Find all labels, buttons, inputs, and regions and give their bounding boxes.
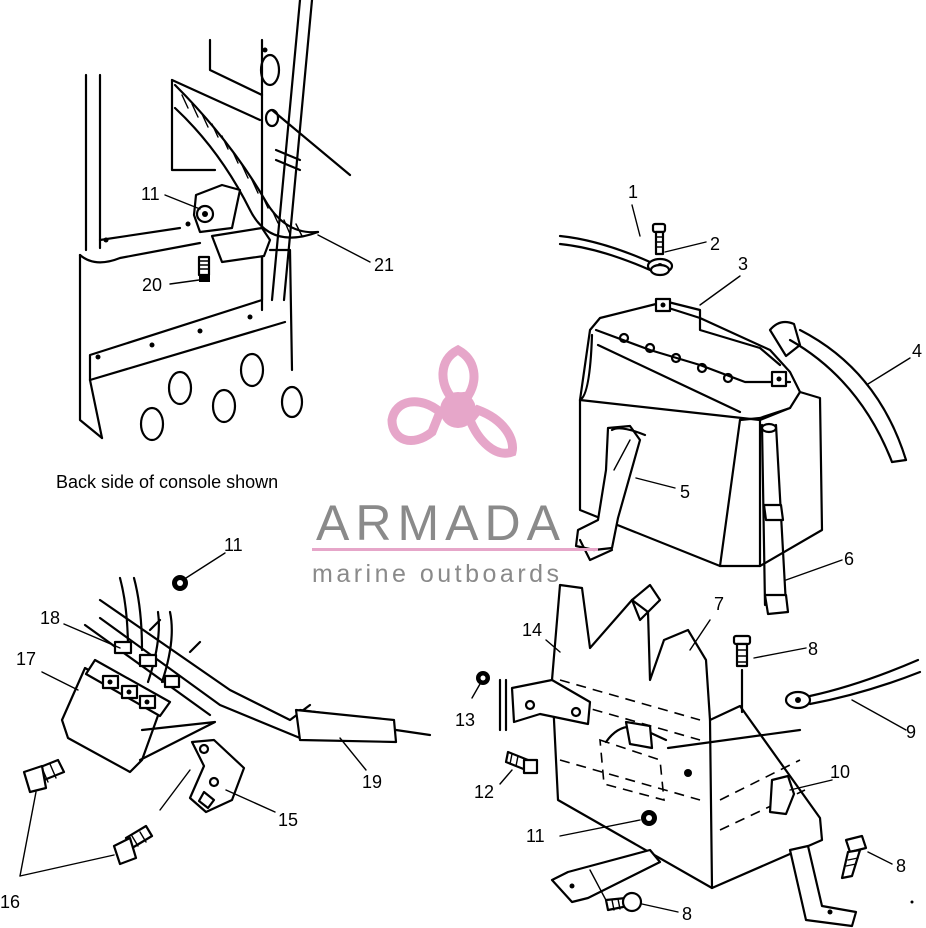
battery-3 xyxy=(578,297,824,568)
leaders-bottom-left xyxy=(19,552,367,877)
watermark-title: ARMADA xyxy=(316,495,566,551)
callout-20: 20 xyxy=(142,275,162,295)
callout-2: 2 xyxy=(710,234,720,254)
bolt-8-bottom xyxy=(604,891,643,913)
leaders-battery xyxy=(631,204,911,581)
screw-20 xyxy=(197,255,211,282)
callout-1: 1 xyxy=(628,182,638,202)
bolt-2 xyxy=(649,222,671,277)
watermark-subtitle: marine outboards xyxy=(312,560,563,588)
battery-box-7 xyxy=(550,583,824,890)
callout-11-left: 11 xyxy=(224,535,243,555)
bolt-8-top xyxy=(732,634,752,714)
watermark-armada: ARMADA marine outboards xyxy=(312,344,598,588)
vent-tube-6 xyxy=(760,422,790,616)
callout-5: 5 xyxy=(680,482,690,502)
nut-11-right xyxy=(641,810,657,826)
callout-19: 19 xyxy=(362,772,382,792)
screw-16a xyxy=(22,758,66,794)
wire-harness-21 xyxy=(173,0,352,302)
leaders-bottom-right xyxy=(471,619,914,913)
nut-11-left xyxy=(172,575,188,591)
callout-8-top: 8 xyxy=(808,639,818,659)
callout-18: 18 xyxy=(40,608,60,628)
bracket-14 xyxy=(498,678,592,732)
callout-17: 17 xyxy=(16,649,36,669)
cable-19 xyxy=(294,708,432,744)
nut-13 xyxy=(476,671,490,685)
callout-21: 21 xyxy=(374,255,394,275)
solenoid-17 xyxy=(60,658,217,774)
callout-10: 10 xyxy=(830,762,850,782)
callout-12: 12 xyxy=(474,782,494,802)
negative-cable-4 xyxy=(768,320,908,464)
callout-14: 14 xyxy=(522,620,542,640)
bracket-15 xyxy=(159,738,246,814)
callout-3: 3 xyxy=(738,254,748,274)
callout-6: 6 xyxy=(844,549,854,569)
leaders-top-left xyxy=(164,194,371,285)
callout-15: 15 xyxy=(278,810,298,830)
mounting-foot-left xyxy=(550,848,662,905)
bolt-8-right xyxy=(840,834,868,880)
mounting-foot-right xyxy=(788,844,858,928)
callout-8-bottom: 8 xyxy=(682,904,692,924)
cable-9 xyxy=(784,658,922,710)
callout-7: 7 xyxy=(714,594,724,614)
console-caption: Back side of console shown xyxy=(56,472,278,492)
hold-down-strap-5 xyxy=(574,424,647,562)
propeller-logo-icon xyxy=(387,344,517,458)
clamp-bracket-11 xyxy=(192,183,272,264)
callout-13: 13 xyxy=(455,710,475,730)
callout-9: 9 xyxy=(906,722,916,742)
callout-11-right: 11 xyxy=(526,826,545,846)
screw-12 xyxy=(504,750,539,775)
clip-10 xyxy=(768,774,796,816)
callout-16: 16 xyxy=(0,892,20,912)
callout-4: 4 xyxy=(912,341,922,361)
callout-8-right: 8 xyxy=(896,856,906,876)
screw-16b xyxy=(112,824,154,866)
terminal-block-18 xyxy=(113,640,181,689)
callout-11-top: 11 xyxy=(141,184,160,204)
